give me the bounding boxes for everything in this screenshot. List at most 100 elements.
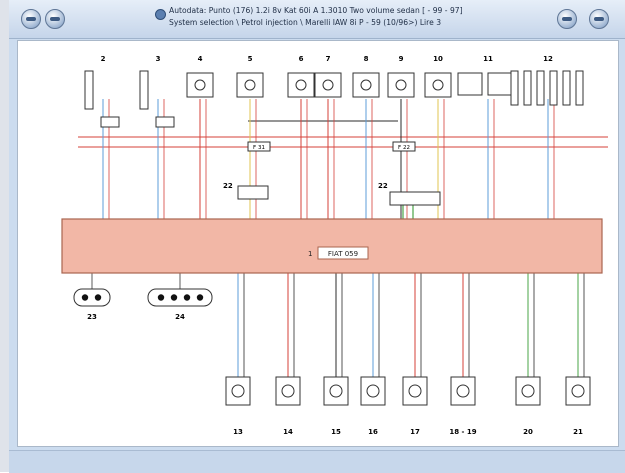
connector-22-left (237, 185, 269, 200)
spark-plug-icon (510, 70, 519, 106)
component-body-icon (314, 72, 342, 98)
sensor-body-icon (275, 376, 301, 406)
component-symbol-icon (432, 79, 444, 91)
component-number: 7 (326, 55, 331, 63)
sensor-body-icon (565, 376, 591, 406)
component-number: 18 - 19 (449, 428, 476, 436)
connector-22-right (389, 191, 441, 206)
component-symbol-icon (244, 79, 256, 91)
title-line-1: Autodata: Punto (176) 1.2i 8v Kat 60i A … (169, 6, 463, 15)
component-number: 21 (573, 428, 583, 436)
spark-plug-icon (562, 70, 571, 106)
component-number: 15 (331, 428, 341, 436)
component-symbol-icon (295, 79, 307, 91)
component-number: 2 (101, 55, 106, 63)
sensor-symbol-icon (521, 384, 535, 398)
components-top: 23456789101112123123456 (84, 55, 584, 204)
component-number: 9 (399, 55, 404, 63)
fuse-f31 (247, 141, 271, 152)
component-body-icon (287, 72, 315, 98)
component-symbol-icon (194, 79, 206, 91)
component-number: 20 (523, 428, 533, 436)
component-number: 17 (410, 428, 420, 436)
connector-24-pin (183, 294, 191, 301)
component-number: 16 (368, 428, 378, 436)
connector-23 (73, 288, 111, 307)
sensor-symbol-icon (231, 384, 245, 398)
sensor-body-icon (450, 376, 476, 406)
connector-24-pin (157, 294, 165, 301)
connector-23-pin (94, 294, 102, 301)
components-bottom: 13 14 15 16 17 18 - 19 20 21 (225, 376, 591, 436)
wires-bottom: 6181217251817189148153133349291622133024… (72, 262, 585, 381)
sensor-symbol-icon (456, 384, 470, 398)
spark-plug-icon (575, 70, 584, 106)
forward-icon[interactable] (589, 9, 609, 29)
print-icon[interactable] (557, 9, 577, 29)
sensor-plug (100, 116, 120, 128)
component-number: 3 (156, 55, 161, 63)
component-body-icon (352, 72, 380, 98)
component-number: 13 (233, 428, 243, 436)
component-number: 14 (283, 428, 293, 436)
sensor-body-icon (515, 376, 541, 406)
status-bar (9, 450, 625, 473)
component-number: 6 (299, 55, 304, 63)
lambda-sensor-icon (139, 70, 149, 110)
component-symbol-icon (395, 79, 407, 91)
sensor-symbol-icon (571, 384, 585, 398)
sensor-body-icon (402, 376, 428, 406)
ignition-coil-icon (457, 72, 483, 96)
connector-23-label: 23 (87, 313, 97, 321)
connector-22-right-label: 22 (378, 182, 388, 190)
fuse-f22 (392, 141, 416, 152)
connector-24 (147, 288, 213, 307)
connector-24-pin (170, 294, 178, 301)
ecu-box (61, 218, 603, 274)
component-body-icon (236, 72, 264, 98)
ignition-coil-icon (487, 72, 513, 96)
component-body-icon (186, 72, 214, 98)
lambda-sensor-icon (84, 70, 94, 110)
wiring-diagram: 242223111514122664532887351620251727 618… (17, 40, 619, 447)
spark-plug-icon (549, 70, 558, 106)
sensor-body-icon (323, 376, 349, 406)
ecu-name: FIAT 059 (328, 250, 358, 258)
sensor-symbol-icon (366, 384, 380, 398)
left-edge-strip (0, 0, 9, 472)
component-number: 11 (483, 55, 493, 63)
connector-24-label: 24 (175, 313, 185, 321)
component-number: 8 (364, 55, 369, 63)
fuse-f31-label: F 31 (253, 145, 265, 151)
ecu-name-box (317, 246, 369, 260)
component-number: 10 (433, 55, 443, 63)
title-line-2: System selection \ Petrol injection \ Ma… (169, 18, 442, 27)
connector-23-pin (81, 294, 89, 301)
wiring-diagram-svg: 242223111514122664532887351620251727 618… (61, 55, 608, 436)
sensor-body-icon (225, 376, 251, 406)
app-window: Autodata: Punto (176) 1.2i 8v Kat 60i A … (9, 0, 625, 473)
component-number: 5 (248, 55, 253, 63)
sensor-body-icon (360, 376, 386, 406)
component-symbol-icon (360, 79, 372, 91)
sensor-symbol-icon (408, 384, 422, 398)
car-info-icon (155, 9, 166, 20)
connector-22-left-label: 22 (223, 182, 233, 190)
sensor-plug (155, 116, 175, 128)
fuse-f22-label: F 22 (398, 145, 410, 151)
back-icon[interactable] (21, 9, 41, 29)
connector-24-pin (196, 294, 204, 301)
component-number: 12 (543, 55, 553, 63)
window-title: Autodata: Punto (176) 1.2i 8v Kat 60i A … (169, 5, 514, 29)
spark-plug-icon (523, 70, 532, 106)
title-bar: Autodata: Punto (176) 1.2i 8v Kat 60i A … (9, 0, 625, 39)
component-body-icon (424, 72, 452, 98)
sensor-symbol-icon (329, 384, 343, 398)
sensor-symbol-icon (281, 384, 295, 398)
menu-icon[interactable] (45, 9, 65, 29)
ecu-label: 1 (308, 250, 312, 258)
spark-plug-icon (536, 70, 545, 106)
component-body-icon (387, 72, 415, 98)
component-symbol-icon (322, 79, 334, 91)
component-number: 4 (198, 55, 203, 63)
